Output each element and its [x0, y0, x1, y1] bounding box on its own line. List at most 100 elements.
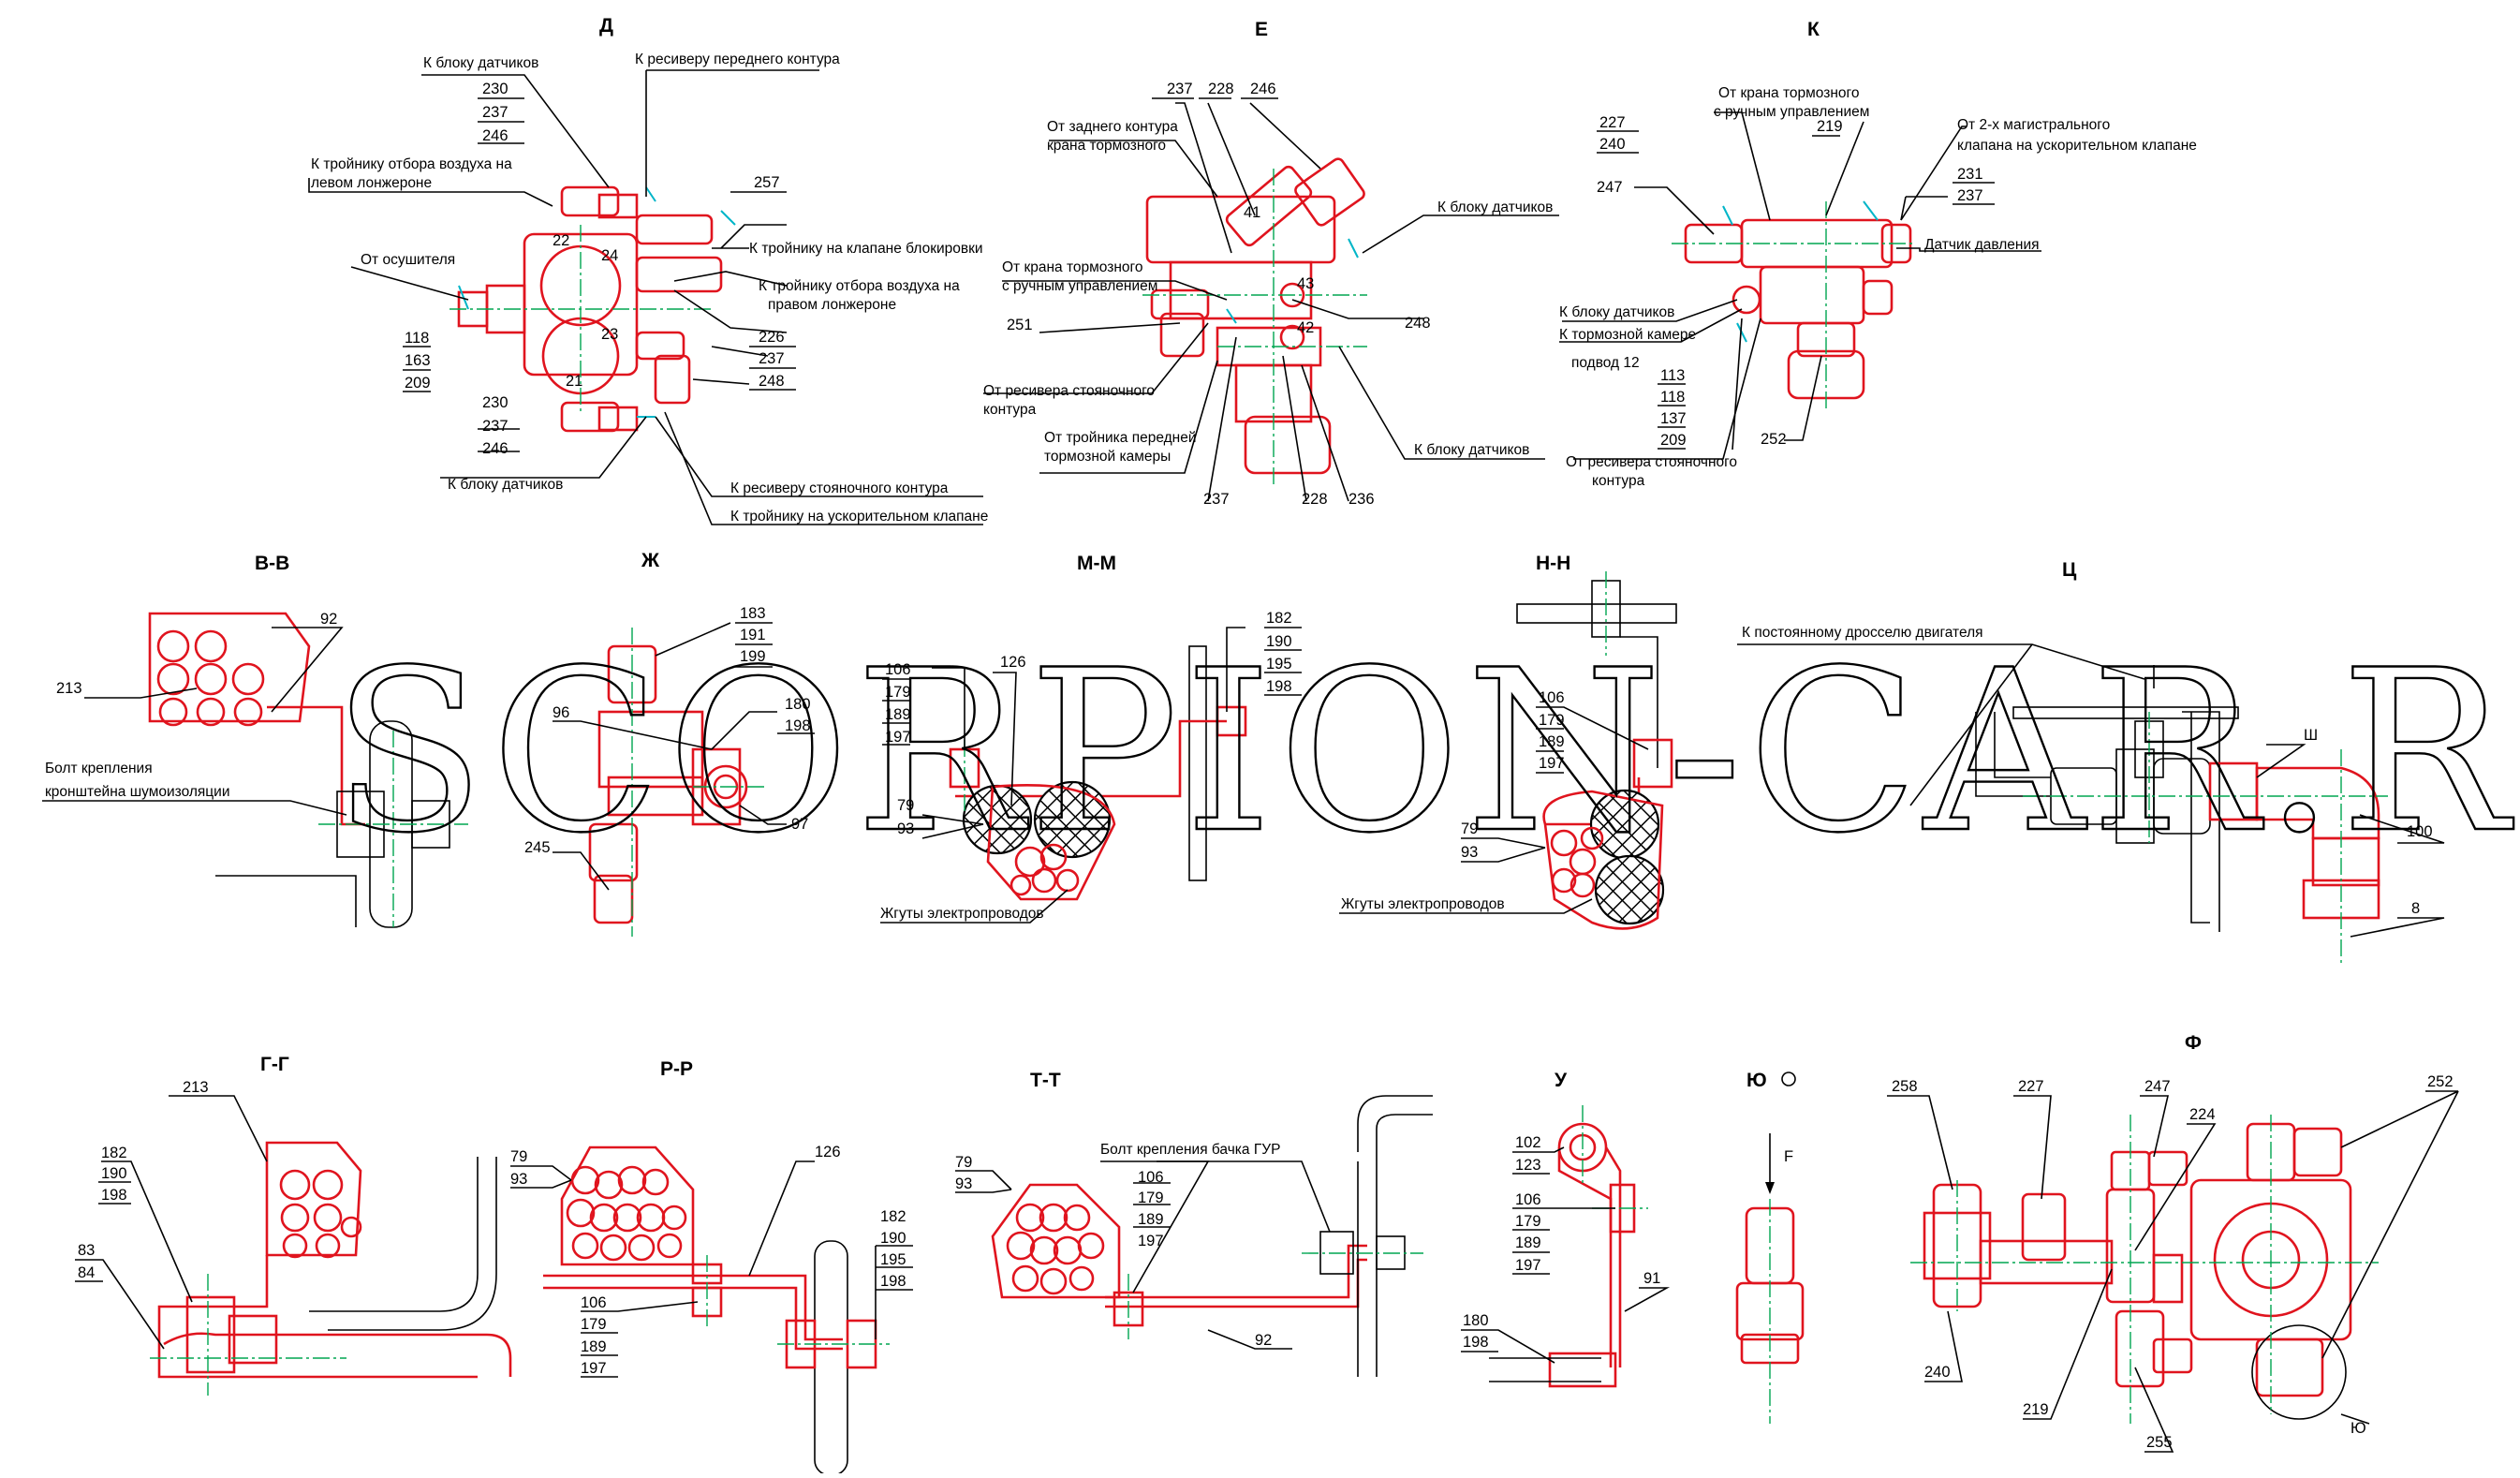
view-k-label-2: От 2-х магистрального [1957, 117, 2110, 133]
view-tt-num-3: 179 [1138, 1190, 1164, 1206]
view-rr-num-0: 79 [510, 1148, 527, 1165]
detail-yu-circle [2251, 1324, 2347, 1420]
view-u-num-7: 180 [1463, 1312, 1489, 1329]
view-u-num-8: 198 [1463, 1334, 1489, 1351]
view-k-num-4: 237 [1957, 187, 1983, 204]
view-mm-label-0: Жгуты электропроводов [880, 906, 1044, 922]
view-e-label-0: От заднего контура [1047, 119, 1178, 135]
view-d-num-8: 209 [405, 375, 431, 392]
view-zh-num-5: 198 [785, 717, 811, 734]
view-tt-label-0: Болт крепления бачка ГУР [1100, 1142, 1280, 1158]
view-e-label-7: От тройника передней [1044, 430, 1197, 446]
view-tt-title: Т-Т [1030, 1070, 1061, 1091]
view-k-num-3: 231 [1957, 166, 1983, 183]
view-nn-num-5: 93 [1461, 844, 1478, 861]
view-zh-num-4: 180 [785, 696, 811, 713]
view-e-num-7: 248 [1405, 315, 1431, 332]
view-f-num-1: 227 [2018, 1078, 2044, 1095]
view-e-num-6: 251 [1007, 317, 1033, 333]
view-mm-num-7: 195 [1266, 656, 1292, 672]
view-zh-num-6: 97 [791, 816, 808, 833]
view-k-num-0: 227 [1599, 114, 1626, 131]
view-e-label-3: с ручным управлением [1002, 278, 1157, 294]
view-e-num-4: 43 [1297, 275, 1314, 292]
view-f-num-2: 247 [2144, 1078, 2171, 1095]
view-u-num-3: 179 [1515, 1213, 1541, 1230]
view-vv-num-1: 92 [320, 611, 337, 628]
view-d-label-8: К блоку датчиков [448, 477, 563, 493]
view-yu-title: Ю [1746, 1070, 1767, 1091]
view-d-label-2: К тройнику отбора воздуха на [311, 156, 512, 172]
view-tt-num-1: 93 [955, 1175, 972, 1192]
view-e-title: Е [1255, 19, 1268, 40]
view-ts: Ц К постоянному дросселю двигателя Ш 100… [1737, 559, 2445, 965]
view-k-num-6: 113 [1660, 367, 1685, 384]
view-f-num-0: 258 [1892, 1078, 1918, 1095]
view-ts-title: Ц [2062, 559, 2077, 581]
view-vv-num-0: 213 [56, 680, 82, 697]
view-mm: М-М 106 179 189 197 126 182 190 195 198 [880, 553, 1302, 924]
view-rr-num-6: 197 [581, 1360, 607, 1377]
view-gg-num-0: 213 [183, 1079, 209, 1096]
view-d-num-11: 226 [759, 329, 785, 346]
view-e-num-2: 246 [1250, 81, 1276, 97]
view-rr-num-9: 195 [880, 1251, 906, 1268]
view-tt-num-2: 106 [1138, 1169, 1164, 1186]
view-zh-num-3: 96 [553, 704, 569, 721]
view-mm-num-2: 189 [885, 706, 911, 723]
view-f-title: Ф [2185, 1032, 2202, 1054]
view-e-label-6: контура [983, 402, 1037, 418]
view-tt-num-5: 197 [1138, 1233, 1164, 1249]
view-e-num-0: 237 [1167, 81, 1193, 97]
view-gg-num-3: 198 [101, 1187, 127, 1204]
view-d: Д [308, 15, 988, 525]
view-rr-title: Р-Р [660, 1058, 693, 1080]
view-vv: В-В 213 92 Болт крепления кронштейна шум… [42, 553, 468, 928]
view-gg-num-2: 190 [101, 1165, 127, 1182]
view-d-num-16: 246 [482, 440, 508, 457]
view-rr-num-4: 179 [581, 1316, 607, 1333]
view-f-num-4: 252 [2427, 1073, 2454, 1090]
view-k-title: К [1807, 19, 1820, 40]
view-e-label-4: К блоку датчиков [1437, 200, 1553, 215]
view-tt-num-0: 79 [955, 1154, 972, 1171]
view-mm-num-6: 190 [1266, 633, 1292, 650]
view-u-num-0: 102 [1515, 1134, 1541, 1151]
view-rr: Р-Р 79 93 126 106 179 189 197 182 190 19 [510, 1058, 913, 1476]
view-d-num-14: 230 [482, 394, 508, 411]
view-d-num-2: 246 [482, 127, 508, 144]
view-d-num-10: 21 [566, 373, 582, 390]
view-gg-title: Г-Г [260, 1054, 289, 1075]
view-k-label-0: От крана тормозного [1718, 85, 1859, 101]
view-zh-num-7: 245 [524, 839, 551, 856]
view-d-num-7: 163 [405, 352, 431, 369]
view-e: Е От заднего контура [983, 19, 1559, 508]
view-mm-num-3: 197 [885, 729, 911, 746]
view-d-label-7: правом лонжероне [768, 297, 896, 313]
view-d-num-9: 23 [601, 326, 618, 343]
view-mm-num-4: 126 [1000, 654, 1026, 671]
view-mm-num-0: 106 [885, 661, 911, 678]
view-rr-num-5: 189 [581, 1338, 607, 1355]
view-f-num-7: 255 [2146, 1434, 2173, 1451]
view-zh-num-0: 183 [740, 605, 766, 622]
view-k-num-10: 252 [1761, 431, 1787, 448]
view-d-label-6: К тройнику отбора воздуха на [759, 278, 960, 294]
view-rr-num-1: 93 [510, 1171, 527, 1188]
view-d-num-12: 237 [759, 350, 785, 367]
view-f: Ф 258 227 247 224 252 [1887, 1032, 2459, 1453]
view-k-label-3: клапана на ускорительном клапане [1957, 138, 2197, 154]
view-u-num-6: 91 [1643, 1270, 1660, 1287]
view-k-num-2: 219 [1817, 118, 1843, 135]
view-nn-num-4: 79 [1461, 820, 1478, 837]
view-k-label-7: подвод 12 [1571, 355, 1640, 371]
view-f-num-8: Ю [2351, 1420, 2366, 1437]
view-e-num-1: 228 [1208, 81, 1234, 97]
view-mm-num-8: 198 [1266, 678, 1292, 695]
view-u: У 102 123 106 179 189 197 91 180 198 [1461, 1070, 1671, 1388]
view-zh: Ж 183 191 199 96 180 198 97 245 [524, 550, 815, 937]
watermark: SCORPION-CAR.RU [332, 623, 2520, 882]
view-k-num-7: 118 [1660, 389, 1685, 406]
view-d-label-9: К ресиверу стояночного контура [730, 480, 949, 496]
